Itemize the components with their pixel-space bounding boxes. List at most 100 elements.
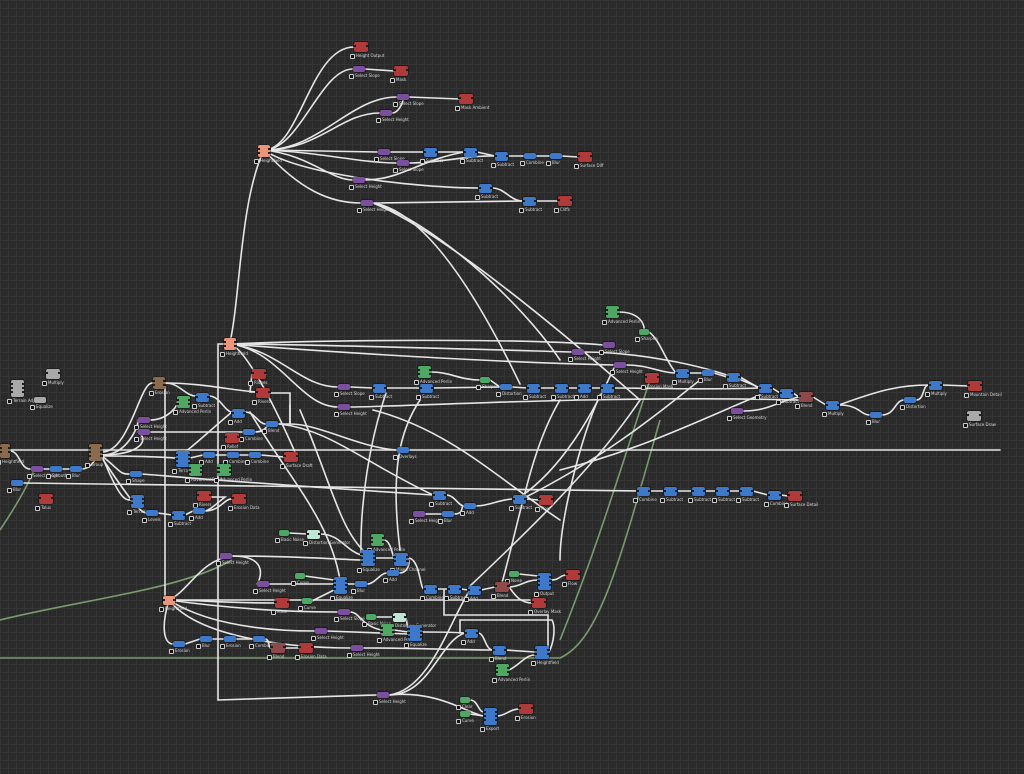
operator-node[interactable] [423,585,438,594]
operator-node[interactable] [173,641,185,647]
select-node[interactable] [603,342,615,348]
generator-node[interactable] [480,377,490,383]
node-flag-icon[interactable] [383,577,388,583]
node-flag-icon[interactable] [216,560,221,566]
node-flag-icon[interactable] [221,444,226,450]
operator-node[interactable] [715,487,730,496]
operator-node[interactable] [758,384,773,393]
select-node[interactable] [338,609,350,615]
node-flag-icon[interactable] [252,399,257,405]
disabled-node[interactable] [34,397,46,403]
operator-node[interactable] [702,370,714,376]
operator-node[interactable] [397,447,409,453]
node-flag-icon[interactable] [420,158,425,164]
output-node[interactable] [393,66,409,76]
operator-node[interactable] [494,152,509,161]
output-node[interactable] [274,598,290,608]
operator-node[interactable] [171,511,186,520]
node-flag-icon[interactable] [0,459,1,465]
select-node[interactable] [138,429,150,435]
node-flag-icon[interactable] [159,606,164,612]
node-flag-icon[interactable] [126,478,131,484]
node-flag-icon[interactable] [134,424,139,430]
node-flag-icon[interactable] [30,404,35,410]
output-node[interactable] [565,570,581,580]
operator-node[interactable] [130,495,145,508]
output-node[interactable] [644,373,660,383]
node-flag-icon[interactable] [351,588,356,594]
node-flag-icon[interactable] [723,383,728,389]
select-node[interactable] [351,645,363,651]
operator-node[interactable] [537,573,552,590]
node-flag-icon[interactable] [509,505,514,511]
node-flag-icon[interactable] [280,463,285,469]
blend-node[interactable] [494,582,510,592]
node-flag-icon[interactable] [249,643,254,649]
operator-node[interactable] [387,570,399,576]
generator-node[interactable] [639,329,649,335]
operator-node[interactable] [243,429,255,435]
node-flag-icon[interactable] [822,411,827,417]
disabled-node[interactable] [966,411,982,421]
node-flag-icon[interactable] [492,677,497,683]
node-flag-icon[interactable] [275,537,280,543]
generator-node[interactable] [188,464,203,476]
node-flag-icon[interactable] [523,394,528,400]
operator-node[interactable] [691,487,706,496]
node-flag-icon[interactable] [390,77,395,83]
source-node[interactable] [162,596,176,605]
select-node[interactable] [257,581,269,587]
node-flag-icon[interactable] [476,384,481,390]
node-flag-icon[interactable] [220,351,225,357]
node-flag-icon[interactable] [42,380,47,386]
generator-node[interactable] [306,530,321,539]
operator-node[interactable] [407,625,423,641]
operator-node[interactable] [146,510,158,516]
select-node[interactable] [31,466,43,472]
operator-node[interactable] [355,581,367,587]
node-flag-icon[interactable] [311,635,316,641]
select-node[interactable] [220,553,232,559]
node-flag-icon[interactable] [173,409,178,415]
select-node[interactable] [731,408,743,414]
operator-node[interactable] [193,508,205,514]
node-flag-icon[interactable] [633,497,638,503]
node-flag-icon[interactable] [480,726,485,732]
node-flag-icon[interactable] [496,391,501,397]
node-flag-icon[interactable] [515,715,520,721]
node-flag-icon[interactable] [134,436,139,442]
operator-node[interactable] [175,451,191,467]
operator-node[interactable] [333,577,348,594]
node-flag-icon[interactable] [271,609,276,615]
operator-node[interactable] [70,466,82,472]
node-flag-icon[interactable] [755,394,760,400]
node-flag-icon[interactable] [149,390,154,396]
node-flag-icon[interactable] [46,473,51,479]
node-flag-icon[interactable] [599,349,604,355]
node-flag-icon[interactable] [698,377,703,383]
node-flag-icon[interactable] [334,616,339,622]
node-flag-icon[interactable] [409,518,414,524]
select-node[interactable] [338,404,350,410]
select-node[interactable] [338,384,350,390]
node-flag-icon[interactable] [27,473,32,479]
node-flag-icon[interactable] [228,419,233,425]
node-flag-icon[interactable] [347,652,352,658]
select-node[interactable] [315,628,327,634]
operator-node[interactable] [50,466,62,472]
select-node[interactable] [380,110,392,116]
operator-node[interactable] [463,148,478,157]
node-flag-icon[interactable] [35,505,40,511]
operator-node[interactable] [663,487,678,496]
node-flag-icon[interactable] [574,394,579,400]
node-flag-icon[interactable] [764,501,769,507]
node-flag-icon[interactable] [520,160,525,166]
operator-node[interactable] [464,503,476,509]
node-flag-icon[interactable] [196,643,201,649]
node-flag-icon[interactable] [220,643,225,649]
node-flag-icon[interactable] [964,392,969,398]
select-node[interactable] [353,66,365,72]
generator-node[interactable] [302,598,312,604]
node-flag-icon[interactable] [519,207,524,213]
generator-node[interactable] [509,571,519,577]
